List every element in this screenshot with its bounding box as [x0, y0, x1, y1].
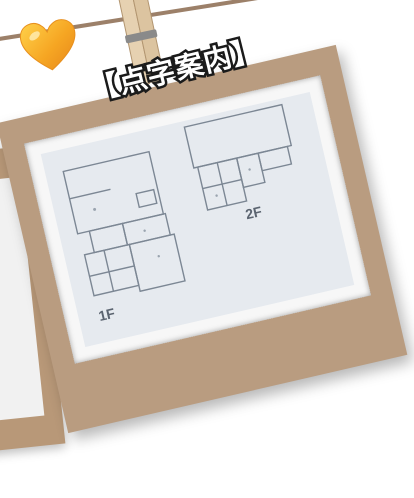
- heart-icon: [19, 19, 76, 71]
- photo-window: 1F 2F: [23, 75, 372, 364]
- floor-plan-drawing: 1F 2F: [40, 92, 355, 348]
- polaroid-frame: 1F 2F: [0, 44, 408, 434]
- floor-2-label: 2F: [244, 203, 264, 222]
- floor-plan-image: 1F 2F: [40, 92, 355, 348]
- floor-1-label: 1F: [97, 305, 117, 324]
- floor-2-plan: [183, 103, 293, 211]
- clothespin-icon: [118, 0, 165, 87]
- floor-1-plan: [62, 150, 186, 297]
